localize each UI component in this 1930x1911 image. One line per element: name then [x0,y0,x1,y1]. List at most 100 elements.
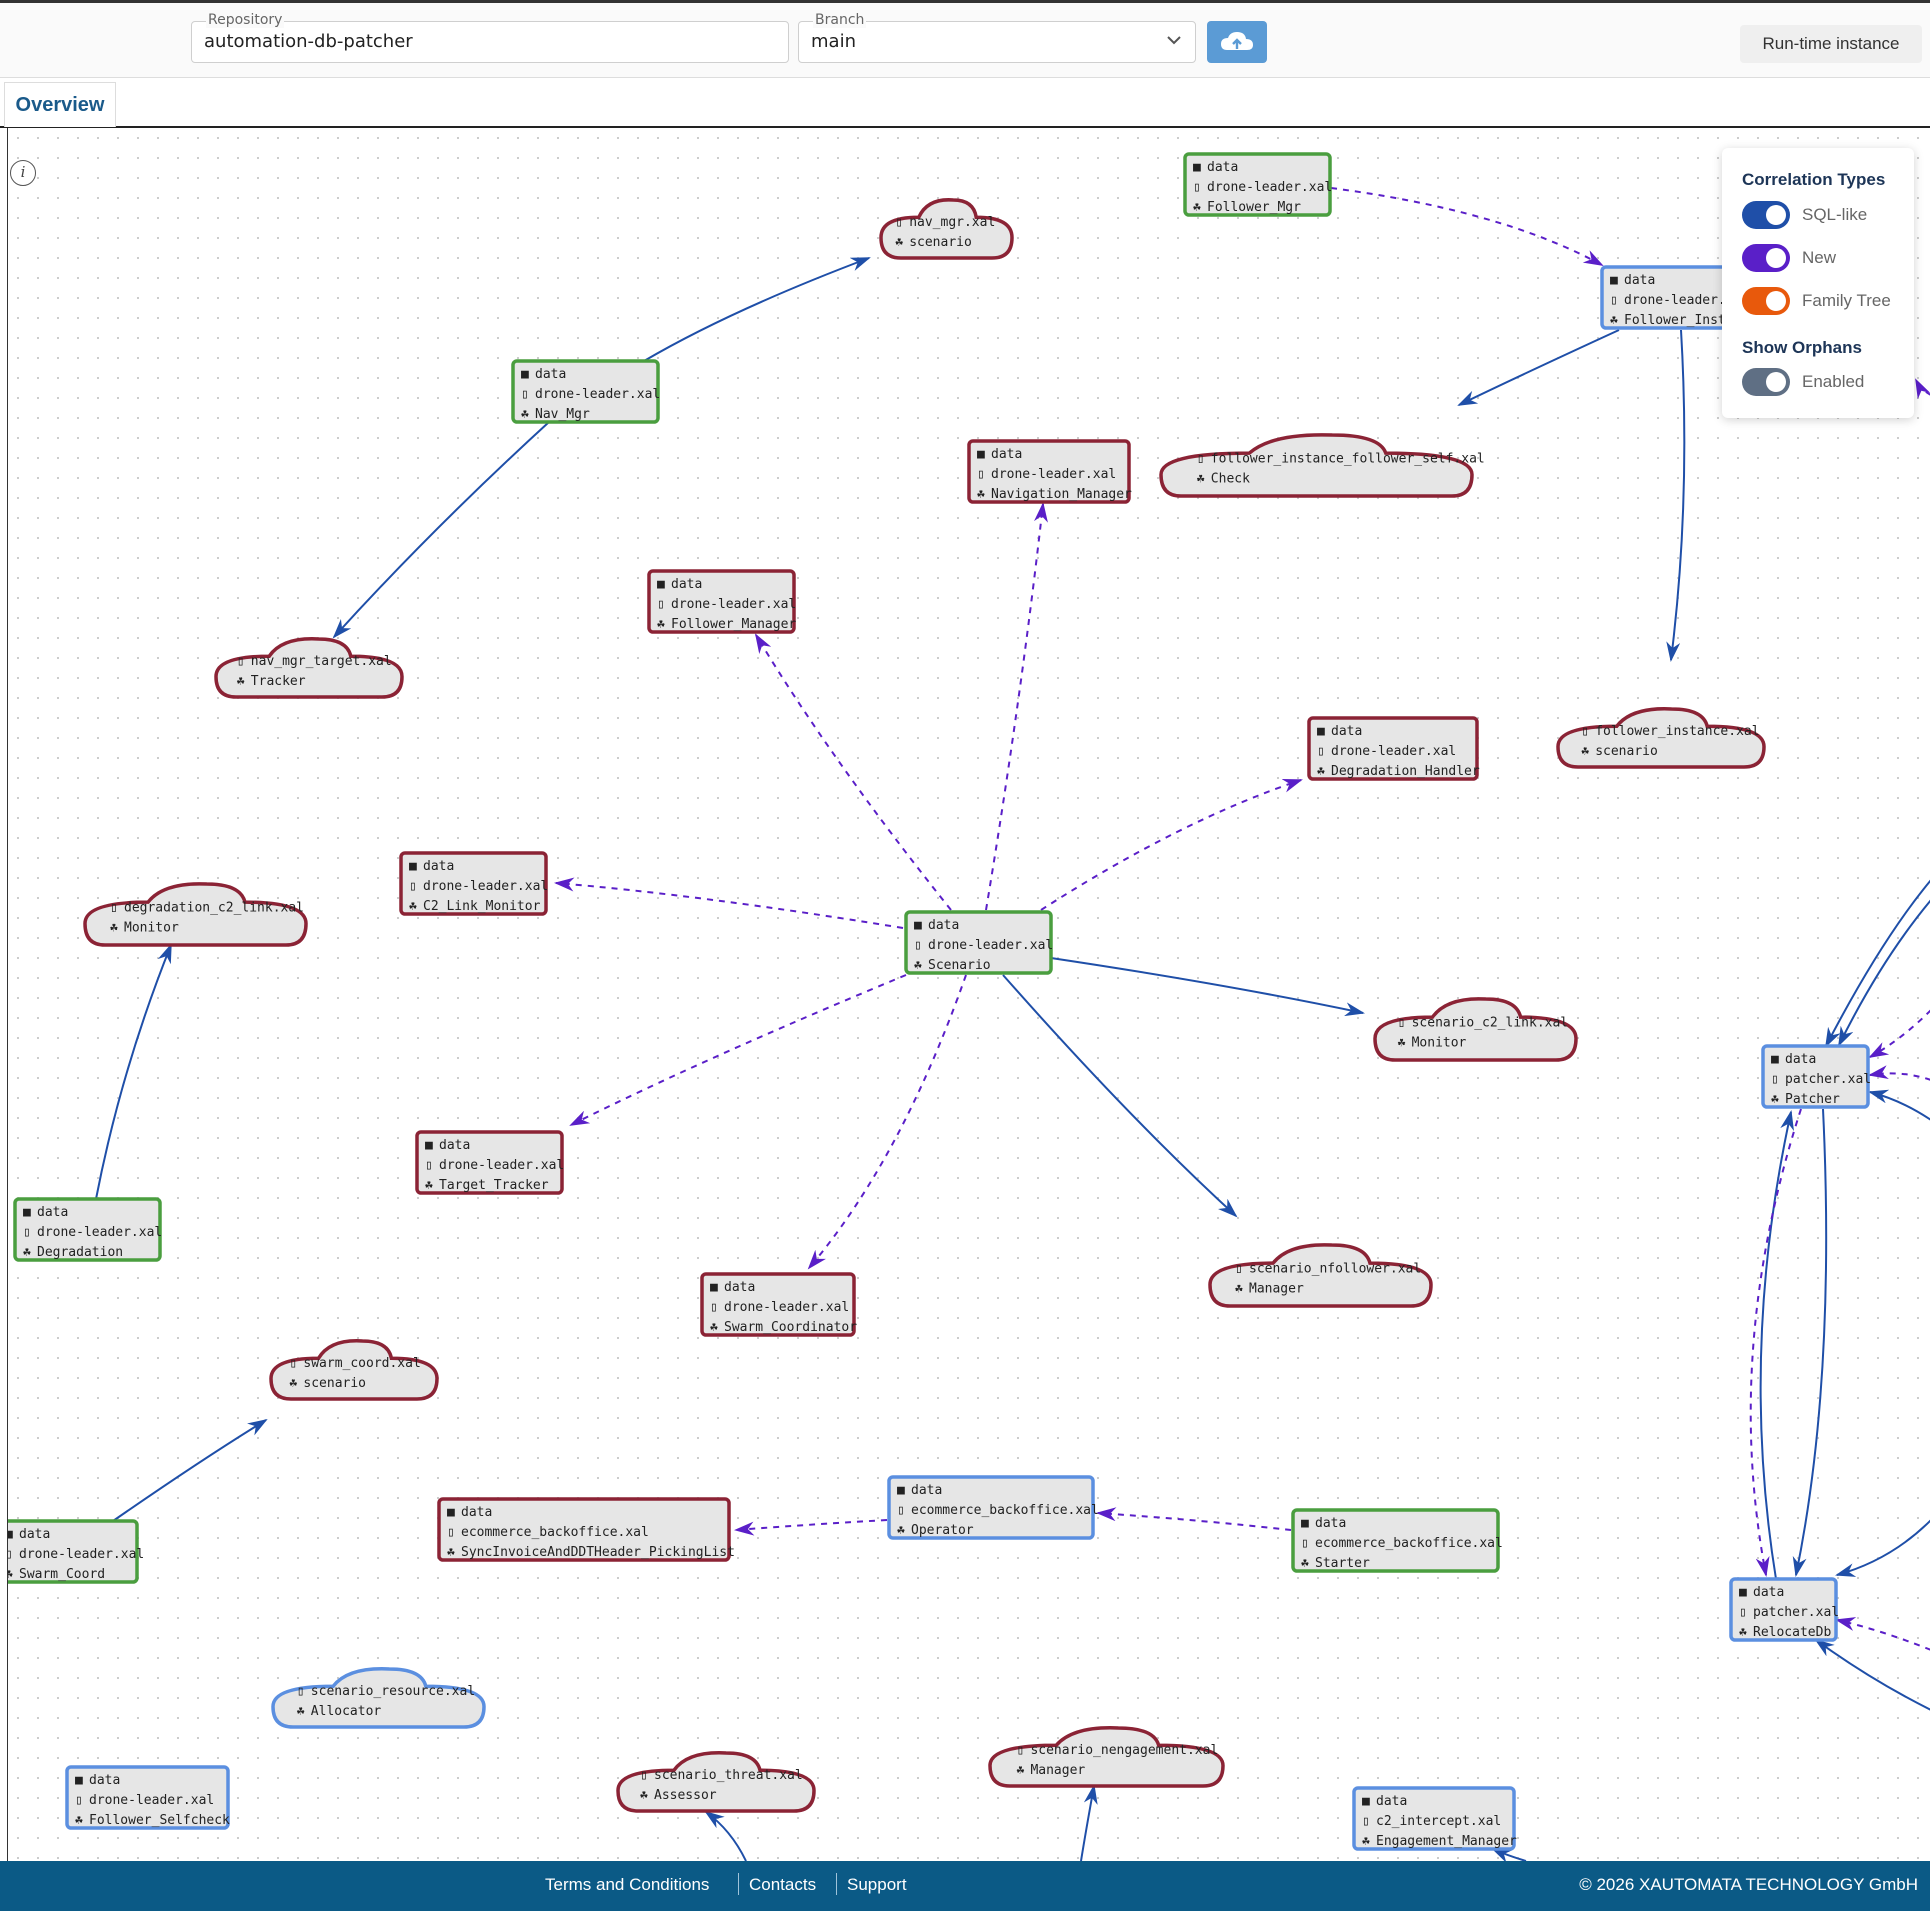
sitemap-icon: ☘ [237,674,245,689]
correlation-graph[interactable]: ■data▯drone-leader.xal☘Follower_Mgr▯nav_… [8,128,1930,1861]
toggle-family-tree[interactable] [1742,287,1790,315]
edge-n_follower_mgr-to-n_follower_inst[interactable] [1330,187,1604,266]
graph-node-scenario-c2[interactable]: ▯scenario_c2_link.xal☘Monitor [1373,997,1578,1062]
node-label: Operator [911,1523,974,1538]
node-label: Follower_Selfcheck [89,1813,230,1828]
node-label: data [89,1773,120,1788]
node-label: data [19,1527,50,1542]
edge-n_swarm_coord-to-n_swarm_coord_scn[interactable] [112,1418,268,1522]
graph-node-degradation-handler[interactable]: ■data▯drone-leader.xal☘Degradation_Handl… [1307,716,1480,781]
node-label: data [928,918,959,933]
graph-node-follower-instance-scn[interactable]: ▯follower_instance.xal☘scenario [1556,707,1766,769]
node-label: drone-leader. [1624,293,1726,308]
edge-n_scenario-to-n_degradation_handler[interactable] [1040,779,1303,911]
edge-n_operator-to-n_sync_invoice[interactable] [734,1519,888,1536]
graph-node-follower-inst[interactable]: ■data▯drone-leader.☘Follower_Inst [1600,265,1729,330]
file-icon: ▯ [1235,1262,1243,1277]
graph-node-nav-mgr[interactable]: ■data▯drone-leader.xal☘Nav_Mgr [511,359,660,424]
node-label: data [423,859,454,874]
graph-node-engagement-manager[interactable]: ■data▯c2_intercept.xal☘Engagement_Manage… [1352,1786,1517,1851]
graph-canvas[interactable]: ■data▯drone-leader.xal☘Follower_Mgr▯nav_… [7,128,1930,1861]
graph-node-operator[interactable]: ■data▯ecommerce_backoffice.xal☘Operator [887,1475,1099,1540]
graph-node-relocate-db[interactable]: ■data▯patcher.xal☘RelocateDb [1729,1577,1839,1642]
terms-link[interactable]: Terms and Conditions [545,1875,710,1894]
edge-n_nav_mgr-to-n_nav_mgr_scn[interactable] [643,257,871,362]
sitemap-icon: ☘ [1581,744,1589,759]
file-icon: ▯ [897,1503,905,1518]
edge-n_scenario-to-n_scenario_c2[interactable] [1050,957,1365,1017]
support-link[interactable]: Support [847,1875,907,1894]
sitemap-icon: ☘ [1610,313,1618,328]
edge-n_scenario-to-n_target_tracker[interactable] [569,974,907,1126]
node-label: drone-leader.xal [671,597,796,612]
sitemap-icon: ☘ [1398,1036,1406,1051]
correlation-panel: Correlation Types SQL-like New Family Tr… [1722,148,1914,418]
graph-node-target-tracker[interactable]: ■data▯drone-leader.xal☘Target_Tracker [415,1130,564,1195]
node-label: scenario_nfollower.xal [1249,1262,1421,1277]
edge-n_follower_inst-to-n_follower_self_check[interactable] [1457,329,1620,406]
file-icon: ▯ [1362,1814,1370,1829]
node-label: Nav_Mgr [535,407,590,422]
edge-n_scenario-to-n_c2_link_monitor[interactable] [554,877,904,929]
folder-icon: ■ [8,1527,13,1542]
graph-node-follower-mgr[interactable]: ■data▯drone-leader.xal☘Follower_Mgr [1183,152,1332,217]
branch-select[interactable]: Branch main [798,12,1196,63]
graph-node-scenario-nfollower[interactable]: ▯scenario_nfollower.xal☘Manager [1208,1243,1433,1308]
edge-n_relocate_db-to-n_patcher[interactable] [1759,1110,1794,1580]
edge-n_scenario-to-n_follower_manager[interactable] [754,633,952,911]
node-label: data [535,367,566,382]
node-label: data [1624,273,1655,288]
toggle-sql-like[interactable] [1742,201,1790,229]
graph-node-nav-mgr-scn[interactable]: ▯nav_mgr.xal☘scenario [879,198,1014,260]
sitemap-icon: ☘ [23,1245,31,1260]
graph-node-degradation-c2[interactable]: ▯degradation_c2_link.xal☘Monitor [83,882,308,947]
file-icon: ▯ [447,1525,455,1540]
graph-node-scenario-threat[interactable]: ▯scenario_threat.xal☘Assessor [616,1751,816,1813]
edge-n_nav_mgr-to-n_nav_mgr_target[interactable] [332,421,550,639]
graph-node-swarm-coord-scn[interactable]: ▯swarm_coord.xal☘scenario [269,1339,439,1401]
edge-n_patcher-to-n_relocate_db[interactable] [1792,1108,1828,1577]
graph-node-scenario-resource[interactable]: ▯scenario_resource.xal☘Allocator [271,1667,486,1729]
graph-node-scenario[interactable]: ■data▯drone-leader.xal☘Scenario [904,910,1053,975]
graph-node-navigation-manager[interactable]: ■data▯drone-leader.xal☘Navigation_Manage… [967,439,1132,504]
node-label: data [1785,1052,1816,1067]
folder-icon: ■ [521,367,529,382]
graph-node-sync-invoice[interactable]: ■data▯ecommerce_backoffice.xal☘SyncInvoi… [437,1497,735,1562]
toggle-show-orphans[interactable] [1742,368,1790,396]
graph-node-starter[interactable]: ■data▯ecommerce_backoffice.xal☘Starter [1291,1508,1503,1573]
edge-n_scenario-to-n_swarm_coordinator[interactable] [807,974,967,1270]
node-label: drone-leader.xal [19,1547,144,1562]
graph-node-swarm-coord[interactable]: ■data▯drone-leader.xal☘Swarm_Coord [8,1519,144,1584]
graph-node-c2-link-monitor[interactable]: ■data▯drone-leader.xal☘C2_Link_Monitor [399,851,548,916]
edge-n_degradation-to-n_degradation_c2[interactable] [95,943,172,1200]
node-label: RelocateDb [1753,1625,1831,1640]
repository-field[interactable]: Repository automation-db-patcher [191,12,789,63]
edge-n_follower_inst-to-n_follower_instance_scn[interactable] [1666,329,1686,662]
graph-node-follower-selfcheck[interactable]: ■data▯drone-leader.xal☘Follower_Selfchec… [65,1765,230,1830]
cloud-upload-button[interactable] [1207,21,1267,63]
file-icon: ▯ [409,879,417,894]
edge-n_scenario-to-n_navigation_manager[interactable] [985,502,1048,911]
graph-node-degradation[interactable]: ■data▯drone-leader.xal☘Degradation [13,1197,162,1262]
sitemap-icon: ☘ [289,1376,297,1391]
file-icon: ▯ [1193,180,1201,195]
toggle-new[interactable] [1742,244,1790,272]
edge-offscreen [1491,1848,1527,1861]
node-label: data [37,1205,68,1220]
graph-node-patcher[interactable]: ■data▯patcher.xal☘Patcher [1761,1044,1871,1109]
graph-node-follower-self-check[interactable]: ▯follower_instance_follower_self.xal☘Che… [1159,433,1485,498]
node-label: drone-leader.xal [1207,180,1332,195]
contacts-link[interactable]: Contacts [749,1875,817,1894]
tab-overview[interactable]: Overview [4,82,116,127]
graph-node-nav-mgr-target[interactable]: ▯nav_mgr_target.xal☘Tracker [214,637,404,699]
run-time-instance-button[interactable]: Run-time instance [1740,25,1922,63]
edge-n_patcher-to-n_relocate_db[interactable] [1749,1108,1802,1577]
graph-node-follower-manager[interactable]: ■data▯drone-leader.xal☘Follower_Manager [647,569,796,634]
edge-n_scenario-to-n_scenario_nfollower[interactable] [1002,974,1238,1218]
info-icon[interactable]: i [10,160,36,186]
node-label: ecommerce_backoffice.xal [461,1525,649,1540]
edge-n_starter-to-n_operator[interactable] [1096,1507,1292,1531]
node-label: scenario_resource.xal [311,1684,475,1699]
graph-node-swarm-coordinator[interactable]: ■data▯drone-leader.xal☘Swarm_Coordinator [700,1272,857,1337]
graph-node-scenario-nengagement[interactable]: ▯scenario_nengagement.xal☘Manager [988,1726,1225,1788]
